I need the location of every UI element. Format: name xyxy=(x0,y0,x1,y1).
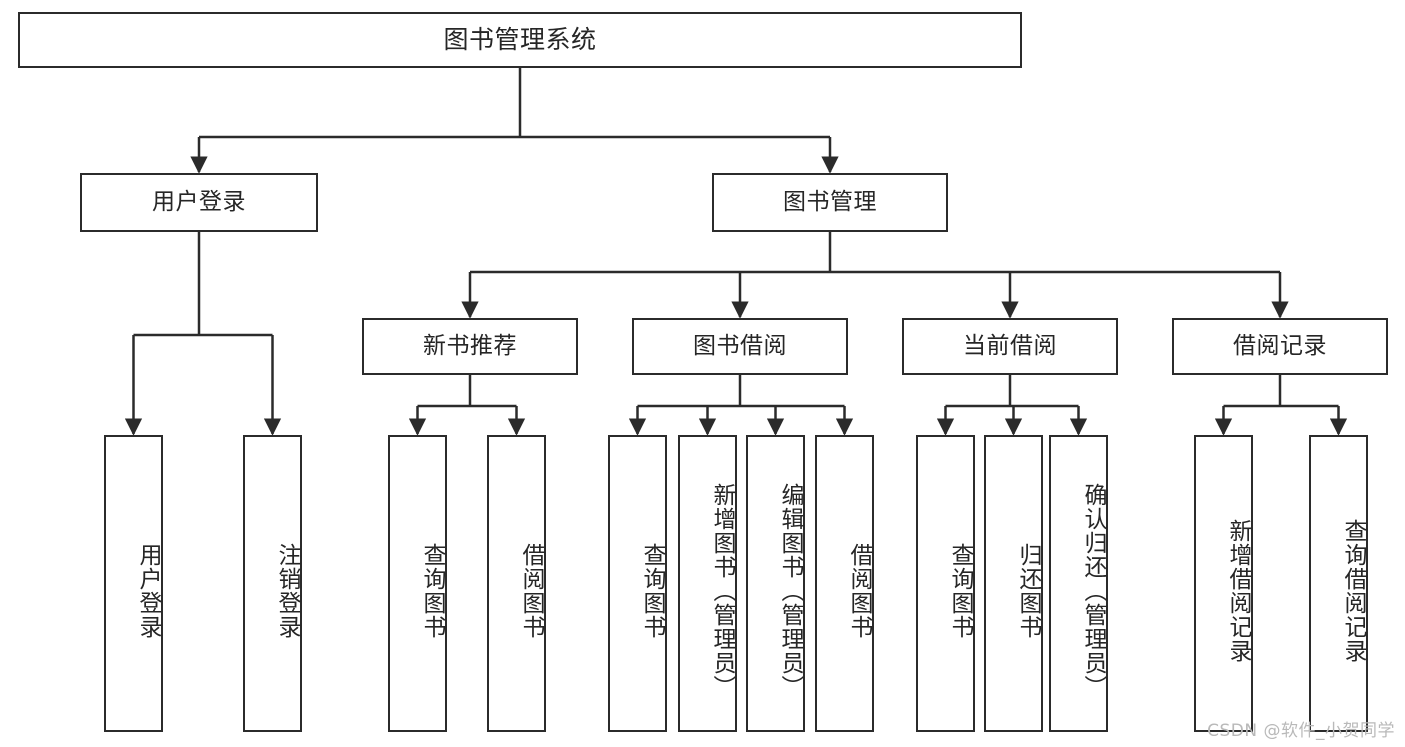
node-label: 编辑图书（管理员） xyxy=(777,482,803,699)
node-leaf-user-login[interactable]: 用户登录 xyxy=(104,435,163,732)
node-leaf-query-book-3[interactable]: 查询图书 xyxy=(916,435,975,732)
node-label: 借阅图书 xyxy=(518,542,544,639)
node-leaf-query-record[interactable]: 查询借阅记录 xyxy=(1309,435,1368,732)
node-leaf-borrow-book-2[interactable]: 借阅图书 xyxy=(815,435,874,732)
node-leaf-query-book-2[interactable]: 查询图书 xyxy=(608,435,667,732)
node-leaf-edit-book[interactable]: 编辑图书（管理员） xyxy=(746,435,805,732)
node-leaf-add-book[interactable]: 新增图书（管理员） xyxy=(678,435,737,732)
node-leaf-borrow-book-1[interactable]: 借阅图书 xyxy=(487,435,546,732)
node-label: 用户登录 xyxy=(152,188,246,215)
node-book-borrow[interactable]: 图书借阅 xyxy=(632,318,848,375)
node-label: 查询借阅记录 xyxy=(1340,518,1366,663)
node-label: 新增借阅记录 xyxy=(1225,518,1251,663)
node-label: 确认归还（管理员） xyxy=(1080,482,1106,699)
node-root[interactable]: 图书管理系统 xyxy=(18,12,1022,68)
node-label: 查询图书 xyxy=(639,542,665,639)
node-label: 借阅图书 xyxy=(846,542,872,639)
node-label: 查询图书 xyxy=(419,542,445,639)
node-leaf-query-book-1[interactable]: 查询图书 xyxy=(388,435,447,732)
node-user-login[interactable]: 用户登录 xyxy=(80,173,318,232)
node-leaf-add-record[interactable]: 新增借阅记录 xyxy=(1194,435,1253,732)
node-label: 查询图书 xyxy=(947,542,973,639)
node-label: 图书管理系统 xyxy=(443,25,597,55)
node-label: 图书借阅 xyxy=(693,332,787,359)
node-label: 用户登录 xyxy=(135,542,161,639)
node-leaf-user-logout[interactable]: 注销登录 xyxy=(243,435,302,732)
node-borrow-record[interactable]: 借阅记录 xyxy=(1172,318,1388,375)
node-label: 新书推荐 xyxy=(423,332,517,359)
node-label: 图书管理 xyxy=(783,188,877,215)
node-current-borrow[interactable]: 当前借阅 xyxy=(902,318,1118,375)
node-leaf-confirm-return[interactable]: 确认归还（管理员） xyxy=(1049,435,1108,732)
node-label: 注销登录 xyxy=(274,542,300,639)
node-label: 借阅记录 xyxy=(1233,332,1327,359)
node-label: 新增图书（管理员） xyxy=(709,482,735,699)
node-leaf-return-book[interactable]: 归还图书 xyxy=(984,435,1043,732)
node-book-manage[interactable]: 图书管理 xyxy=(712,173,948,232)
node-label: 当前借阅 xyxy=(963,332,1057,359)
node-new-book-rec[interactable]: 新书推荐 xyxy=(362,318,578,375)
node-label: 归还图书 xyxy=(1015,542,1041,639)
